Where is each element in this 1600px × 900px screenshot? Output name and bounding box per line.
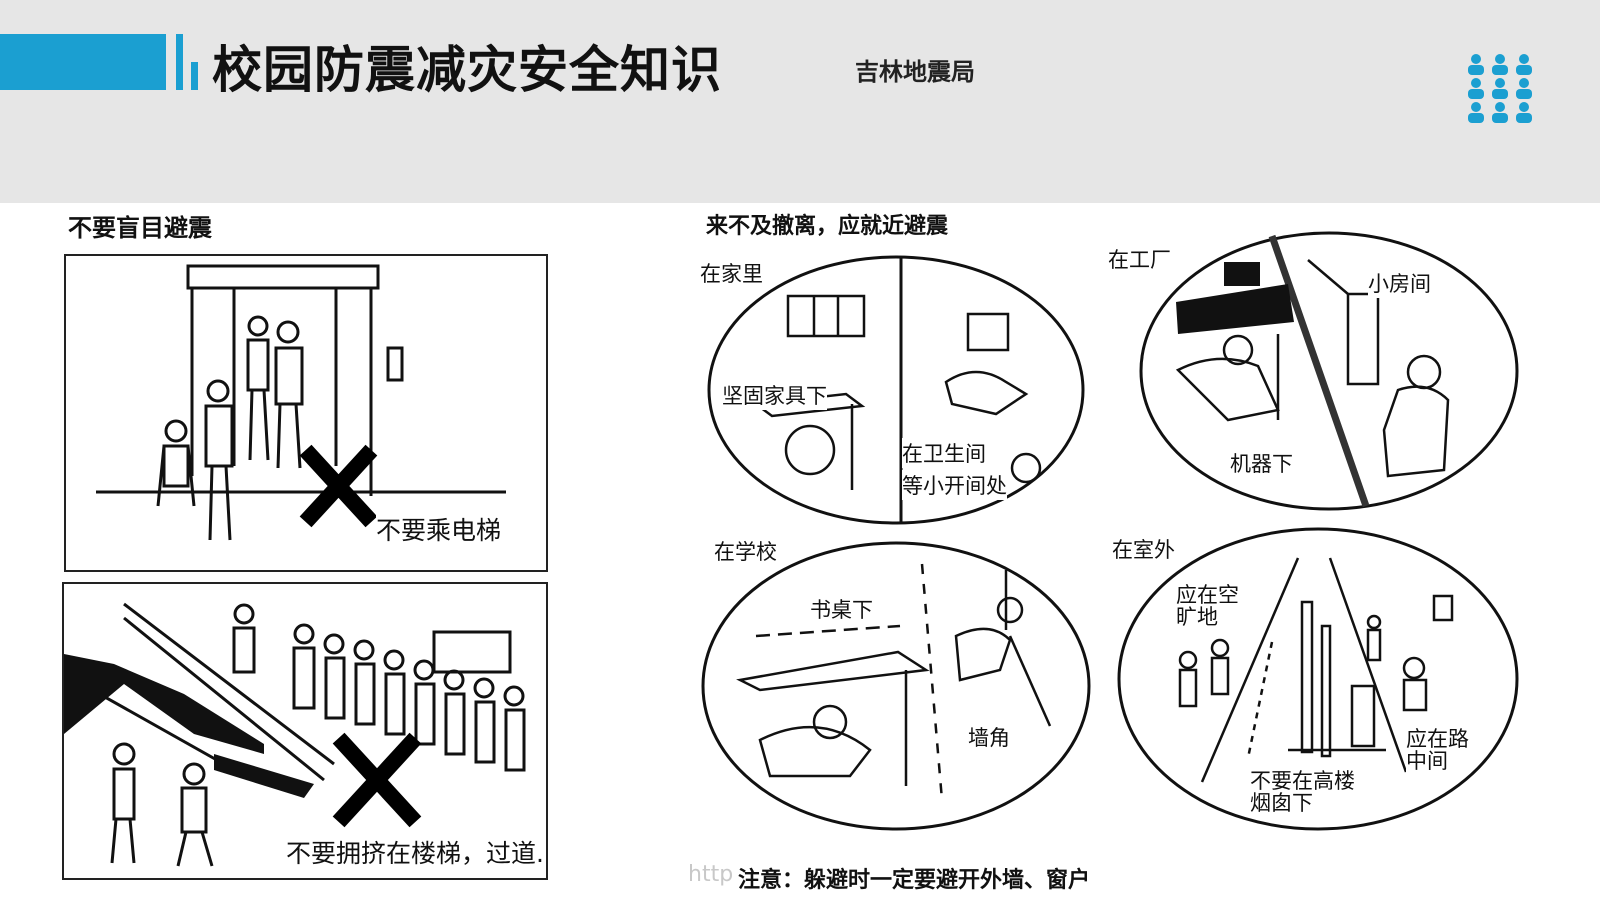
outdoor-tower-label-2: 烟囱下	[1250, 791, 1313, 815]
home-scene	[706, 254, 1086, 526]
school-corner-label: 墙角	[968, 722, 1010, 752]
stairs-illustration	[64, 602, 526, 867]
right-heading: 来不及撤离，应就近避震	[706, 214, 949, 239]
safety-note: 注意：躲避时一定要避开外墙、窗户	[738, 868, 1091, 893]
accent-bar-short	[191, 62, 198, 90]
header-band: 校园防震减灾安全知识 吉林地震局	[0, 0, 1600, 203]
outdoor-road-label-1: 应在路	[1406, 727, 1469, 751]
school-illustration	[701, 541, 1091, 831]
watermark-text: http	[688, 862, 734, 887]
page-title: 校园防震减灾安全知识	[212, 41, 722, 99]
factory-illustration	[1139, 231, 1519, 511]
people-group-icon	[1466, 54, 1538, 126]
author-label: 吉林地震局	[855, 58, 975, 86]
accent-bar	[0, 34, 166, 90]
stairs-panel: 不要拥挤在楼梯，过道.	[62, 582, 548, 880]
factory-machine-label: 机器下	[1230, 448, 1293, 478]
factory-scene	[1138, 230, 1520, 512]
outdoor-open-label-2: 旷地	[1176, 605, 1218, 629]
elevator-caption: 不要乘电梯	[376, 511, 502, 547]
home-bathroom-label-2: 等小开间处	[902, 470, 1007, 500]
home-furniture-label: 坚固家具下	[722, 380, 827, 410]
elevator-illustration	[96, 264, 506, 541]
school-place-label: 在学校	[714, 540, 777, 564]
home-illustration	[707, 255, 1085, 525]
stairs-caption: 不要拥挤在楼梯，过道.	[286, 834, 544, 870]
home-bathroom-label-1: 在卫生间	[902, 438, 986, 468]
factory-room-label: 小房间	[1368, 268, 1431, 298]
factory-place-label: 在工厂	[1108, 248, 1171, 272]
outdoor-road-label-2: 中间	[1406, 749, 1448, 773]
outdoor-place-label: 在室外	[1112, 538, 1175, 562]
outdoor-tower-label-1: 不要在高楼	[1250, 769, 1355, 793]
accent-bar-thin	[176, 34, 183, 90]
school-desk-label: 书桌下	[810, 594, 873, 624]
outdoor-open-label-1: 应在空	[1176, 583, 1239, 607]
school-scene	[700, 540, 1092, 832]
home-place-label: 在家里	[700, 262, 763, 286]
left-heading: 不要盲目避震	[68, 214, 212, 242]
elevator-panel: 不要乘电梯	[64, 254, 548, 572]
